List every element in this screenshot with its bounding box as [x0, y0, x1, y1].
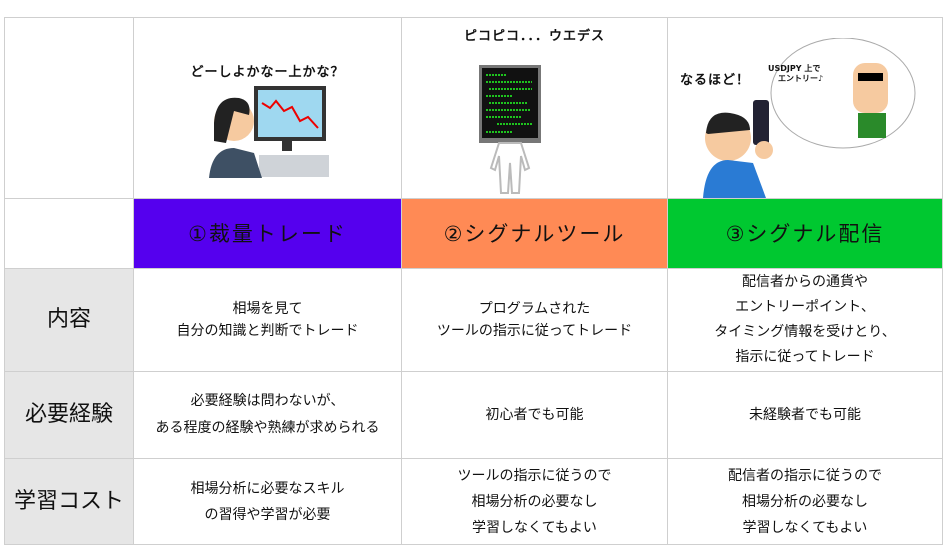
cell-line: プログラムされた — [478, 301, 591, 317]
column-header-discretionary: ①裁量トレード — [133, 198, 402, 269]
cell-line: エントリーポイント、 — [735, 299, 875, 315]
cell-line: 指示に従ってトレード — [735, 349, 875, 365]
illustration-signal-tool: ピコピコ．．．ウエデス — [401, 17, 668, 199]
cell-line: 自分の知識と判断でトレード — [176, 323, 359, 339]
empty-corner — [4, 198, 134, 269]
cell-line: 配信者の指示に従うので — [728, 467, 882, 484]
cell-line: ある程度の経験や熟練が求められる — [155, 420, 380, 436]
cell-line: 相場を見て — [232, 301, 303, 317]
table-cell: 未経験者でも可能 — [667, 371, 943, 459]
cell-line: 相場分析の必要なし — [742, 493, 868, 510]
row-header: 内容 — [4, 268, 134, 372]
table-cell: 相場分析に必要なスキルの習得や学習が必要 — [133, 458, 402, 545]
trader-at-monitor-image — [209, 86, 329, 178]
man-with-phone-image — [703, 38, 916, 198]
cell-line: 相場分析に必要なスキル — [190, 480, 345, 497]
cell-line: タイミング情報を受けとり、 — [714, 324, 896, 340]
cell-line: 学習しなくてもよい — [742, 519, 868, 536]
column-header-signal-delivery: ③シグナル配信 — [667, 198, 943, 269]
cell-line: 必要経験は問わないが、 — [190, 393, 345, 409]
illustration-caption: ピコピコ．．．ウエデス — [463, 29, 605, 44]
cell-line: 初心者でも可能 — [485, 407, 584, 423]
cell-line: 学習しなくてもよい — [472, 519, 597, 536]
cell-line: ツールの指示に従ってトレード — [436, 323, 633, 339]
table-row: 内容 相場を見て自分の知識と判断でトレード プログラムされたツールの指示に従って… — [4, 268, 943, 372]
cell-line: 未経験者でも可能 — [749, 407, 861, 423]
table-cell: プログラムされたツールの指示に従ってトレード — [401, 268, 668, 372]
table-cell: ツールの指示に従うので相場分析の必要なし学習しなくてもよい — [401, 458, 668, 545]
table-cell: 配信者からの通貨やエントリーポイント、タイミング情報を受けとり、指示に従ってトレ… — [667, 268, 943, 372]
bubble-line: エントリー♪ — [778, 74, 824, 83]
column-header-signal-tool: ②シグナルツール — [401, 198, 668, 269]
illustration-caption: なるほど！ — [680, 73, 751, 88]
illustration-caption: どーしよかなー上かな？ — [190, 65, 345, 80]
table-row: 学習コスト 相場分析に必要なスキルの習得や学習が必要 ツールの指示に従うので相場… — [4, 458, 943, 545]
table-cell: 配信者の指示に従うので相場分析の必要なし学習しなくてもよい — [667, 458, 943, 545]
cell-line: ツールの指示に従うので — [457, 467, 612, 484]
cell-line: 配信者からの通貨や — [742, 274, 868, 290]
comparison-table: どーしよかなー上かな？ ピコピコ．．．ウエデス なるほど！ USDJPY 上で … — [4, 17, 943, 545]
row-header: 学習コスト — [4, 458, 134, 545]
table-row: 必要経験 必要経験は問わないが、ある程度の経験や熟練が求められる 初心者でも可能… — [4, 371, 943, 459]
empty-corner — [4, 17, 134, 199]
illustration-discretionary: どーしよかなー上かな？ — [133, 17, 402, 199]
row-header: 必要経験 — [4, 371, 134, 459]
cell-line: の習得や学習が必要 — [204, 506, 331, 523]
robot-monitor-image — [479, 65, 541, 194]
cell-line: 相場分析の必要なし — [471, 493, 598, 510]
illustration-signal-delivery: なるほど！ USDJPY 上で エントリー♪ — [667, 17, 943, 199]
table-cell: 相場を見て自分の知識と判断でトレード — [133, 268, 402, 372]
table-cell: 必要経験は問わないが、ある程度の経験や熟練が求められる — [133, 371, 402, 459]
bubble-line: USDJPY 上で — [768, 64, 821, 73]
table-cell: 初心者でも可能 — [401, 371, 668, 459]
